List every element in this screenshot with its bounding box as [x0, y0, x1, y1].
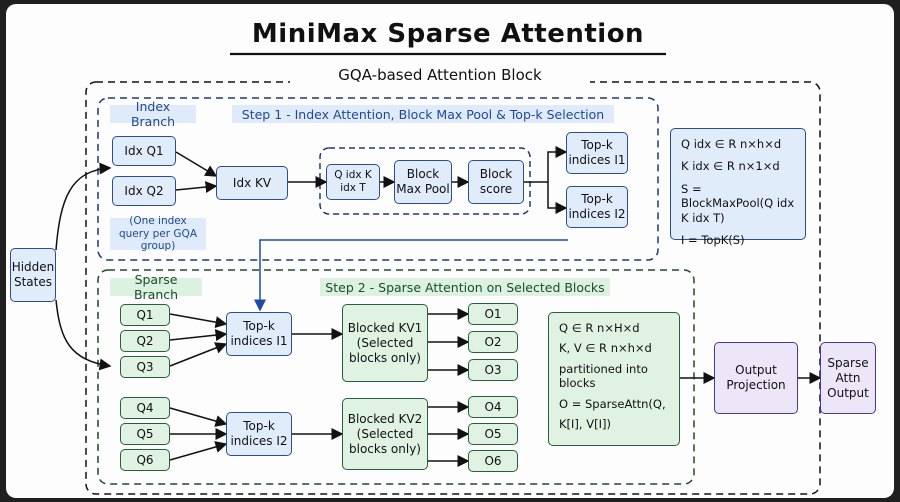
block-score-box: Block score — [468, 160, 524, 204]
output-o4: O4 — [468, 396, 518, 418]
index-branch-border — [97, 97, 659, 261]
output-o2: O2 — [468, 331, 518, 353]
index-formula-box: Q idx ∈ R n×h×d K idx ∈ R n×1×d S = Bloc… — [670, 128, 806, 247]
index-branch-label: Index Branch — [110, 99, 196, 129]
sparse-branch-label: Sparse Branch — [110, 272, 202, 302]
sparse-attn-output-box: Sparse Attn Output — [820, 342, 876, 414]
gqa-block-border — [85, 81, 821, 495]
idx-q1-box: Idx Q1 — [112, 136, 176, 166]
arrow-q6-topk — [169, 441, 228, 461]
query-q6: Q6 — [120, 449, 170, 471]
sparse-step-label: Step 2 - Sparse Attention on Selected Bl… — [320, 278, 610, 296]
blocked-kv1-box: Blocked KV1 (Selected blocks only) — [342, 304, 428, 382]
output-o1: O1 — [468, 303, 518, 325]
topk-i2-index-box: Top-k indices I2 — [566, 186, 628, 228]
formula-s: S = BlockMaxPool(Q idx K idx T) — [681, 181, 795, 225]
qk-box: Q idx K idx T — [326, 164, 380, 200]
arrow-indices-to-sparse — [254, 239, 568, 312]
index-step-label: Step 1 - Index Attention, Block Max Pool… — [232, 105, 614, 123]
topk-i1-sparse-box: Top-k indices I1 — [226, 312, 292, 356]
query-q3: Q3 — [120, 356, 170, 378]
block-max-pool-box: Block Max Pool — [394, 160, 452, 204]
formula-kidx: K idx ∈ R n×1×d — [681, 159, 780, 174]
sparse-formula-box: Q ∈ R n×H×d K, V ∈ R n×h×d partitioned i… — [548, 312, 680, 446]
formula-q: Q ∈ R n×H×d — [559, 321, 640, 335]
query-q1: Q1 — [120, 304, 170, 326]
arrow-q2-topk — [169, 329, 228, 342]
arrow-q4-topk — [169, 407, 228, 427]
arrow-score-topk1 — [524, 146, 568, 183]
arrow-score-topk2 — [547, 182, 568, 214]
query-q2: Q2 — [120, 330, 170, 352]
formula-o: O = SparseAttn(Q, — [559, 396, 666, 411]
output-o6: O6 — [468, 450, 518, 472]
score-group-border — [319, 147, 531, 215]
blocked-kv2-box: Blocked KV2 (Selected blocks only) — [342, 398, 428, 470]
formula-partition: partitioned into blocks — [559, 361, 648, 391]
output-projection-box: Output Projection — [714, 342, 798, 414]
output-o3: O3 — [468, 359, 518, 381]
idx-q2-box: Idx Q2 — [112, 176, 176, 206]
query-q5: Q5 — [120, 423, 170, 445]
formula-i: I = TopK(S) — [681, 232, 745, 247]
query-q4: Q4 — [120, 397, 170, 419]
index-query-note: (One index query per GQA group) — [110, 215, 206, 252]
arrow-idxq2-idxkv — [175, 181, 218, 194]
arrow-q1-topk — [169, 313, 228, 329]
arrow-hidden-to-sparse — [55, 299, 112, 371]
formula-kv: K, V ∈ R n×h×d — [559, 341, 652, 356]
output-o5: O5 — [468, 423, 518, 445]
formula-o-cont: K[I], V[I]) — [559, 416, 611, 431]
idx-kv-box: Idx KV — [216, 166, 288, 200]
formula-qidx: Q idx ∈ R n×h×d — [681, 137, 782, 151]
page-title: MiniMax Sparse Attention — [251, 19, 645, 49]
hidden-states-box: Hidden States — [10, 248, 56, 302]
arrow-idxq1-idxkv — [175, 151, 218, 177]
gqa-block-label: GQA-based Attention Block — [290, 64, 590, 86]
arrow-hidden-to-index — [55, 162, 112, 251]
topk-i2-sparse-box: Top-k indices I2 — [226, 412, 292, 456]
sparse-branch-border — [97, 269, 695, 485]
arrow-q3-topk — [169, 342, 228, 367]
topk-i1-index-box: Top-k indices I1 — [566, 132, 628, 174]
